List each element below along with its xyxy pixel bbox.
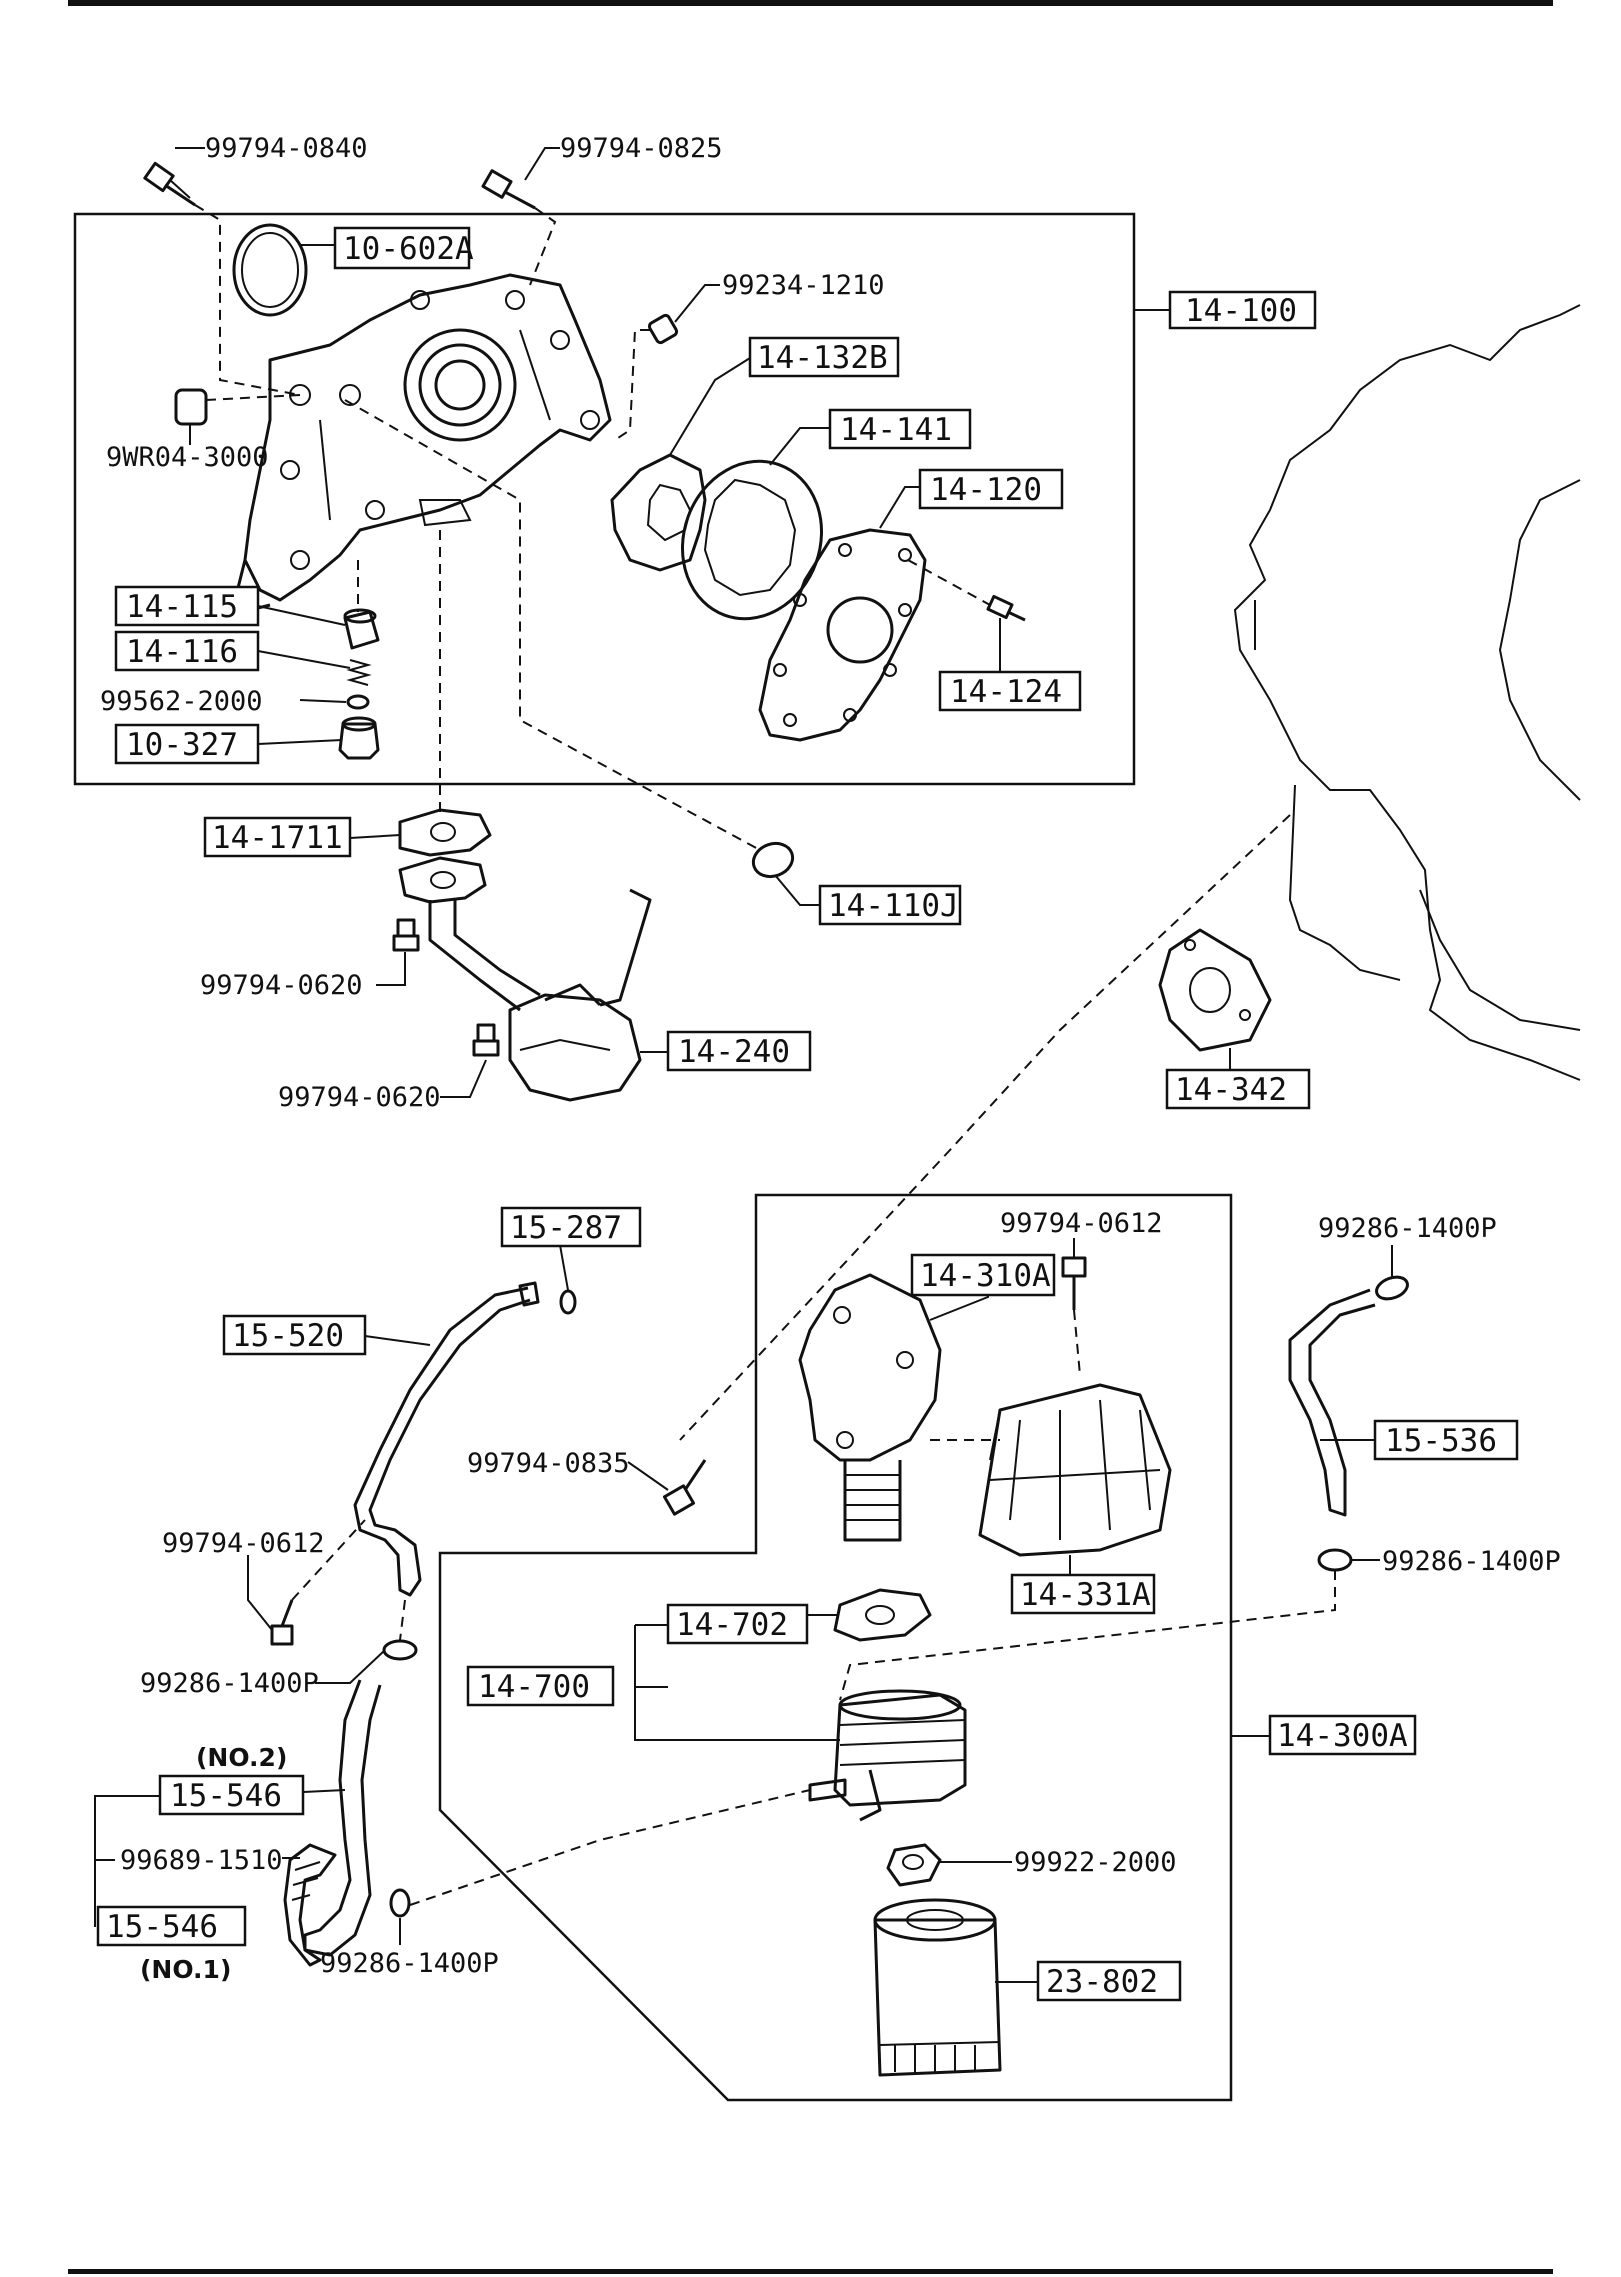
label-99234-1210: 99234-1210 <box>722 270 885 301</box>
label-14-120: 14-120 <box>930 472 1042 508</box>
label-10-327: 10-327 <box>126 727 238 763</box>
label-14-700: 14-700 <box>478 1669 590 1705</box>
relief-plunger-14-115 <box>343 608 380 650</box>
oil-pump-assembly-frame <box>73 212 1136 786</box>
bolt-99794-0612b <box>270 1599 294 1646</box>
label-14-240: 14-240 <box>678 1034 790 1070</box>
oil-cooler-14-700 <box>808 1689 967 1822</box>
callout-boxes <box>96 226 1519 2002</box>
oil-pump-housing <box>233 273 612 612</box>
label-23-802: 23-802 <box>1046 1964 1158 2000</box>
plug-9WR04-3000 <box>174 388 208 426</box>
label-99922-2000: 99922-2000 <box>1014 1847 1177 1878</box>
gasket-14-1711 <box>398 808 492 857</box>
label-99286-1400P-c: 99286-1400P <box>140 1668 319 1699</box>
label-99286-1400P-b: 99286-1400P <box>1382 1546 1561 1577</box>
label-no1: (NO.1) <box>140 1955 231 1984</box>
label-14-702: 14-702 <box>676 1607 788 1643</box>
label-14-310A: 14-310A <box>920 1258 1051 1294</box>
oil-seal-10-602A <box>232 223 308 317</box>
bolt-99794-0612a <box>1061 1256 1087 1310</box>
label-15-520: 15-520 <box>232 1318 344 1354</box>
cooler-cover-14-331A <box>978 1383 1172 1557</box>
clamp-99286-1400Pc <box>382 1639 418 1661</box>
bolt-99794-0825 <box>481 169 536 210</box>
washer-99562-2000 <box>346 694 370 710</box>
label-14-331A: 14-331A <box>1020 1577 1151 1613</box>
gasket-14-702 <box>833 1588 932 1642</box>
bolt-99794-0620b <box>472 1023 500 1057</box>
bolt-99794-0835 <box>662 1459 707 1516</box>
label-99794-0620-a: 99794-0620 <box>200 970 363 1001</box>
label-99562-2000: 99562-2000 <box>100 686 263 717</box>
o-ring-15-287 <box>559 1289 577 1315</box>
label-99794-0825: 99794-0825 <box>560 133 723 164</box>
label-14-110J: 14-110J <box>828 888 959 924</box>
oil-pipe-15-520 <box>353 1281 540 1597</box>
pump-cover-14-120 <box>758 528 927 742</box>
label-99794-0835: 99794-0835 <box>467 1448 630 1479</box>
gasket-14-342 <box>1158 928 1272 1052</box>
plug-10-327 <box>338 716 380 760</box>
label-14-116: 14-116 <box>126 634 238 670</box>
label-14-1711: 14-1711 <box>212 820 343 856</box>
label-14-115: 14-115 <box>126 589 238 625</box>
hose-15-546-no1 <box>283 1843 337 1967</box>
label-14-100: 14-100 <box>1185 293 1297 329</box>
label-99794-0612-b: 99794-0612 <box>162 1528 325 1559</box>
label-10-602A: 10-602A <box>343 231 474 267</box>
label-99794-0840: 99794-0840 <box>205 133 368 164</box>
o-ring-14-110J <box>751 841 795 879</box>
label-15-546-no2: 15-546 <box>170 1778 282 1814</box>
label-9WR04-3000: 9WR04-3000 <box>106 442 269 473</box>
clamp-99286-1400Pb <box>1317 1548 1353 1572</box>
label-14-300A: 14-300A <box>1277 1718 1408 1754</box>
oil-filter-23-802 <box>873 1898 1002 2077</box>
label-15-287: 15-287 <box>510 1210 622 1246</box>
pin-99234-1210 <box>647 313 679 345</box>
oil-strainer-14-240 <box>398 856 652 1102</box>
bolt-99794-0840 <box>143 161 196 207</box>
label-15-536: 15-536 <box>1385 1423 1497 1459</box>
label-15-546-no1: 15-546 <box>106 1909 218 1945</box>
bolt-99794-0620a <box>392 918 420 952</box>
label-14-342: 14-342 <box>1175 1072 1287 1108</box>
hose-15-536 <box>1288 1288 1376 1517</box>
oil-filter-assembly-frame <box>438 1193 1233 2102</box>
clamp-99286-1400Pd <box>389 1888 411 1918</box>
screw-14-124 <box>986 594 1026 622</box>
label-14-124: 14-124 <box>950 674 1062 710</box>
nut-99922-2000 <box>886 1843 942 1887</box>
label-99794-0612-a: 99794-0612 <box>1000 1208 1163 1239</box>
label-99286-1400P-a: 99286-1400P <box>1318 1213 1497 1244</box>
bottom-rule <box>68 2269 1553 2274</box>
oil-filter-body-14-310A <box>798 1273 942 1542</box>
label-99689-1510: 99689-1510 <box>120 1845 283 1876</box>
label-99794-0620-b: 99794-0620 <box>278 1082 441 1113</box>
relief-spring-14-116 <box>346 659 372 686</box>
clamp-99286-1400Pa <box>1375 1275 1409 1301</box>
label-14-132B: 14-132B <box>757 340 888 376</box>
top-rule <box>68 0 1553 6</box>
engine-block-outline <box>1233 304 1581 1081</box>
hose-15-546-no2 <box>303 1679 382 1957</box>
outer-rotor-14-141 <box>680 459 824 621</box>
label-no2: (NO.2) <box>196 1743 287 1772</box>
label-14-141: 14-141 <box>840 412 952 448</box>
label-99286-1400P-d: 99286-1400P <box>320 1948 499 1979</box>
